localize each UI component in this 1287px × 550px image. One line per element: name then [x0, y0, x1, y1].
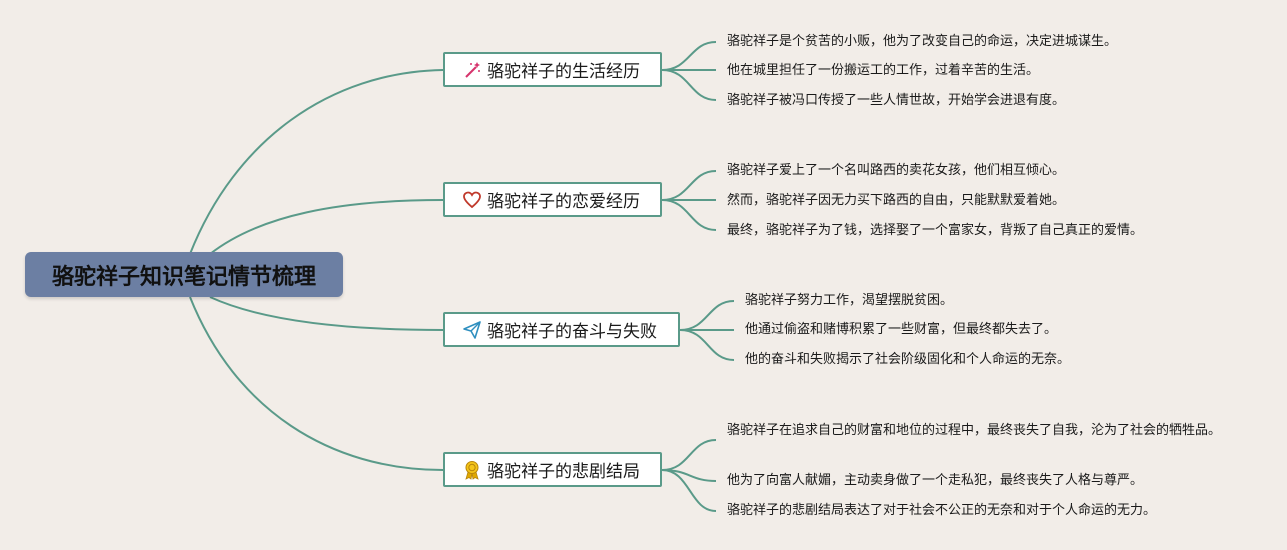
connector-b4-leaf-1 — [661, 439, 717, 471]
award-medal-icon — [462, 460, 482, 480]
branch-title: 骆驼祥子的生活经历 — [487, 62, 640, 82]
leaf-item: 最终，骆驼祥子为了钱，选择娶了一个富家女，背叛了自己真正的爱情。 — [727, 223, 1144, 238]
branch-title: 骆驼祥子的恋爱经历 — [487, 192, 640, 212]
leaf-item: 骆驼祥子的悲剧结局表达了对于社会不公正的无奈和对于个人命运的无力。 — [727, 503, 1157, 518]
connector-b3-leaf-3 — [679, 329, 735, 361]
branch-title: 骆驼祥子的奋斗与失败 — [487, 322, 657, 342]
leaf-item: 然而，骆驼祥子因无力买下路西的自由，只能默默爱着她。 — [727, 193, 1066, 208]
leaf-item: 骆驼祥子爱上了一个名叫路西的卖花女孩，他们相互倾心。 — [727, 163, 1066, 178]
branch-struggle-and-failure[interactable]: 骆驼祥子的奋斗与失败 — [443, 312, 680, 347]
paper-plane-icon — [462, 320, 482, 340]
connector-b2-leaf-1 — [661, 170, 717, 201]
leaf-item: 他的奋斗和失败揭示了社会阶级固化和个人命运的无奈。 — [745, 352, 1071, 367]
central-topic[interactable]: 骆驼祥子知识笔记情节梳理 — [25, 252, 343, 297]
branch-tragic-ending[interactable]: 骆驼祥子的悲剧结局 — [443, 452, 662, 487]
leaf-item: 骆驼祥子在追求自己的财富和地位的过程中，最终丧失了自我，沦为了社会的牺牲品。 — [727, 423, 1222, 438]
connector-central-branch-2 — [209, 199, 444, 255]
branch-life-experience[interactable]: 骆驼祥子的生活经历 — [443, 52, 662, 87]
connector-central-branch-1 — [189, 69, 444, 255]
connector-b2-leaf-3 — [661, 199, 717, 231]
branch-love-experience[interactable]: 骆驼祥子的恋爱经历 — [443, 182, 662, 217]
connector-b3-leaf-1 — [679, 300, 735, 331]
leaf-item: 骆驼祥子是个贫苦的小贩，他为了改变自己的命运，决定进城谋生。 — [727, 34, 1118, 49]
leaf-item: 他通过偷盗和赌博积累了一些财富，但最终都失去了。 — [745, 322, 1058, 337]
magic-wand-icon — [462, 60, 482, 80]
connector-b1-leaf-1 — [661, 41, 717, 71]
leaf-item: 骆驼祥子努力工作，渴望摆脱贫困。 — [745, 293, 954, 308]
leaf-item: 他为了向富人献媚，主动卖身做了一个走私犯，最终丧失了人格与尊严。 — [727, 473, 1144, 488]
connector-central-branch-3 — [209, 296, 444, 331]
connector-b1-leaf-3 — [661, 69, 717, 101]
central-topic-label: 骆驼祥子知识笔记情节梳理 — [51, 264, 316, 290]
connector-b4-leaf-3 — [661, 469, 717, 512]
leaf-item: 他在城里担任了一份搬运工的工作，过着辛苦的生活。 — [727, 63, 1040, 78]
branch-title: 骆驼祥子的悲剧结局 — [487, 462, 640, 482]
heart-icon — [462, 190, 482, 210]
connector-central-branch-4 — [189, 296, 444, 471]
leaf-item: 骆驼祥子被冯口传授了一些人情世故，开始学会进退有度。 — [727, 93, 1066, 108]
